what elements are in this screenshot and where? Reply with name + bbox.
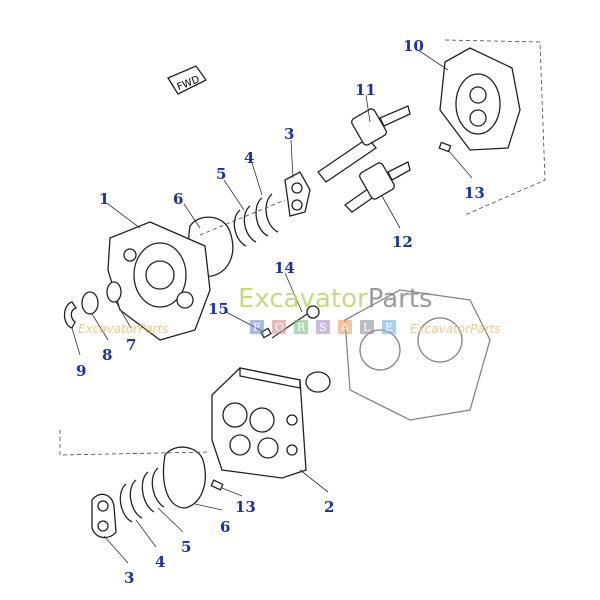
for-sale-tile (294, 320, 308, 334)
callout-5: 5 (181, 538, 191, 556)
callout-6: 6 (173, 190, 183, 208)
callout-9: 9 (76, 362, 86, 380)
for-sale-tile (360, 320, 374, 334)
assembled-pump-ghost (344, 289, 491, 421)
callout-2: 2 (324, 498, 334, 516)
for-sale-tile (272, 320, 286, 334)
for-sale-tile (382, 320, 396, 334)
rear-housing-part-10 (438, 39, 546, 216)
washer-part-15 (260, 327, 272, 339)
watermark-right-text: ExcavatorParts (410, 322, 501, 336)
callout-6: 6 (220, 518, 230, 536)
callout-11: 11 (355, 81, 376, 99)
callout-10: 10 (403, 37, 424, 55)
callout-3: 3 (124, 569, 134, 587)
callout-1: 1 (99, 190, 109, 208)
for-sale-letter: A (340, 321, 350, 334)
watermark-brand-part1: Excavator (238, 284, 368, 314)
callout-15: 15 (208, 300, 229, 318)
callout-14: 14 (274, 259, 295, 277)
callout-13: 13 (235, 498, 256, 516)
watermark-brand-part2: Parts (368, 284, 433, 314)
for-sale-letter: O (275, 321, 284, 334)
oil-seal-part-8 (81, 291, 99, 315)
callout-7: 7 (126, 336, 136, 354)
callout-4: 4 (244, 149, 254, 167)
for-sale-letter: S (319, 321, 327, 334)
watermark-left-text: ExcavatorParts (78, 322, 169, 336)
for-sale-tile (338, 320, 352, 334)
wear-plate-part-3 (284, 171, 311, 217)
for-sale-letter: E (385, 321, 393, 334)
callout-8: 8 (102, 346, 112, 364)
seal-ring-part-4-lower (119, 479, 143, 523)
for-sale-letter: L (363, 321, 371, 334)
callout-5: 5 (216, 165, 226, 183)
drive-gear-part-11 (317, 105, 411, 183)
gasket-part-6-lower (162, 446, 206, 509)
bolt-part-14 (271, 305, 320, 339)
pump-body-part-2 (211, 367, 307, 479)
oil-seal-part-7 (106, 281, 122, 303)
callout-3: 3 (284, 125, 294, 143)
for-sale-letter: F (253, 321, 261, 334)
callout-13: 13 (464, 184, 485, 202)
backup-ring-part-5 (233, 205, 257, 247)
wear-plate-part-3-lower (91, 493, 117, 539)
dowel-pin-part-13 (210, 479, 224, 491)
callout-12: 12 (392, 233, 413, 251)
for-sale-tile (316, 320, 330, 334)
callout-4: 4 (155, 553, 165, 571)
dowel-sleeve (305, 371, 331, 393)
for-sale-tile (250, 320, 264, 334)
fwd-direction-badge: FWD (167, 65, 207, 95)
driven-gear-part-12 (343, 161, 411, 213)
for-sale-letter: R (297, 321, 306, 334)
watermark-brand: ExcavatorParts (238, 284, 433, 314)
seal-ring-part-4 (255, 193, 279, 237)
snap-ring-part-9 (63, 301, 78, 329)
backup-ring-part-5-lower (141, 467, 165, 513)
